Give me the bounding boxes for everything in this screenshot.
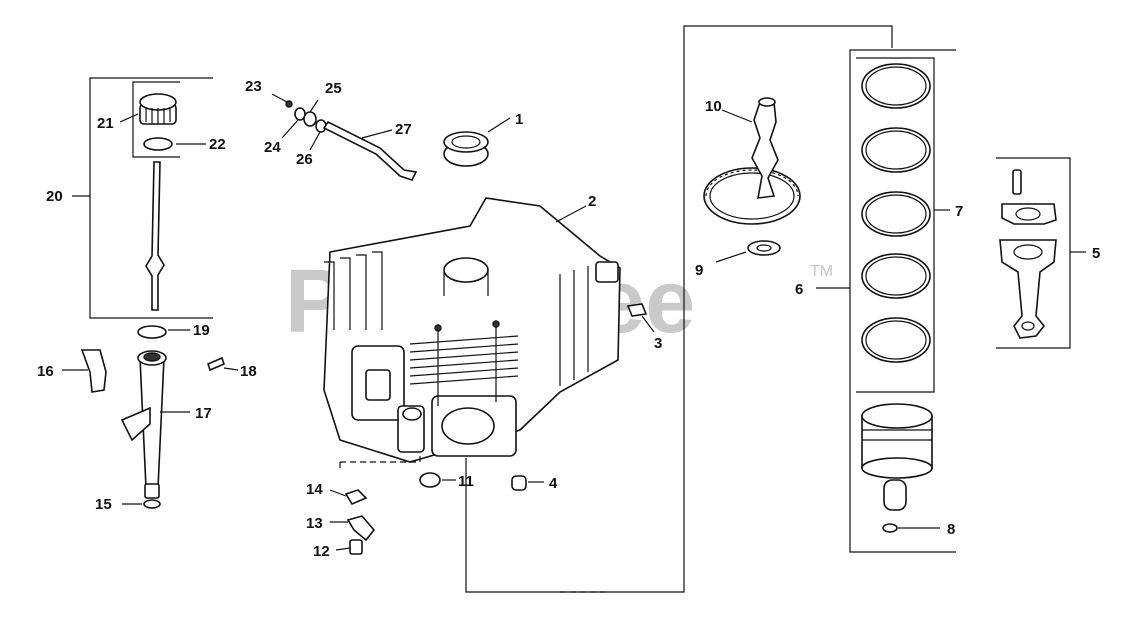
callout-20: 20	[46, 188, 63, 205]
ref-line-a	[340, 452, 421, 463]
crankcase	[323, 197, 621, 472]
callout-24: 24	[264, 139, 281, 156]
tube-bracket	[120, 406, 151, 442]
plug-4	[511, 475, 544, 491]
leader-10	[721, 109, 753, 123]
piston	[861, 403, 940, 533]
connecting-rod	[999, 169, 1057, 339]
callout-25: 25	[325, 80, 342, 97]
callout-22: 22	[209, 136, 226, 153]
group-bracket-21	[132, 81, 180, 158]
callout-13: 13	[306, 515, 323, 532]
callout-7: 7	[955, 203, 963, 220]
plug-11	[419, 472, 456, 488]
leader-3	[641, 315, 655, 333]
group-bracket-6	[849, 49, 956, 553]
dipstick-assembly	[72, 77, 213, 319]
part-25	[303, 111, 317, 127]
piston-pin-retainer-8	[882, 523, 898, 533]
leader-9	[715, 251, 747, 263]
dipstick-rod	[145, 161, 165, 311]
oil-fill-tube-assembly	[62, 325, 239, 509]
part-23	[285, 100, 293, 108]
ref-frame-line	[465, 25, 893, 593]
callout-10: 10	[705, 98, 722, 115]
callout-6: 6	[795, 281, 803, 298]
callout-4: 4	[549, 475, 558, 492]
callout-27: 27	[395, 121, 412, 138]
callout-17: 17	[195, 405, 212, 422]
callout-11: 11	[458, 473, 474, 490]
leader-14	[329, 489, 347, 497]
leader-27	[361, 129, 393, 139]
callout-18: 18	[240, 363, 257, 380]
oil-seal-1	[443, 117, 511, 167]
leader-25	[309, 99, 319, 113]
callout-26: 26	[296, 151, 313, 168]
piston-rings	[861, 63, 931, 363]
callout-23: 23	[245, 78, 262, 95]
thrust-washer-9	[715, 240, 781, 263]
camshaft	[703, 97, 801, 225]
callout-8: 8	[947, 521, 955, 538]
callout-5: 5	[1092, 245, 1100, 262]
watermark-trademark: TM	[810, 263, 833, 280]
callout-2: 2	[588, 193, 596, 210]
screw-18	[207, 356, 225, 372]
callout-14: 14	[306, 481, 323, 498]
terminal-14	[329, 489, 368, 506]
group-bracket-20	[89, 77, 213, 319]
callout-9: 9	[695, 262, 703, 279]
callout-21: 21	[97, 115, 114, 132]
leader-26	[309, 131, 321, 151]
callout-3: 3	[654, 335, 662, 352]
callout-19: 19	[193, 322, 210, 339]
leader-2	[555, 205, 587, 223]
callout-labels: 1 2 3 4 5 6 7 8 9 10 11 12 13 14 15 16 1…	[37, 78, 1100, 560]
callout-15: 15	[95, 496, 112, 513]
callout-12: 12	[313, 543, 330, 560]
callout-16: 16	[37, 363, 54, 380]
leader-12	[335, 547, 351, 551]
group-bracket-7	[856, 57, 935, 393]
screw-12	[335, 539, 363, 555]
leader-21	[119, 113, 139, 123]
terminal-13	[330, 515, 376, 542]
tube-o-ring-19	[137, 325, 167, 339]
callout-1: 1	[515, 111, 523, 128]
leader-18	[223, 367, 239, 371]
tube-o-ring-15	[143, 499, 161, 509]
leader-24	[281, 119, 299, 139]
breather-tube-27	[322, 120, 418, 181]
tube-support-bracket	[80, 349, 107, 393]
dipstick-o-ring	[143, 137, 173, 151]
group-bracket-5	[996, 157, 1071, 349]
leader-1	[487, 117, 511, 133]
piston-pin	[883, 479, 907, 511]
breather-parts	[271, 93, 418, 181]
dipstick-cap	[139, 93, 177, 125]
leader-23	[271, 93, 288, 103]
part-3	[626, 303, 655, 333]
